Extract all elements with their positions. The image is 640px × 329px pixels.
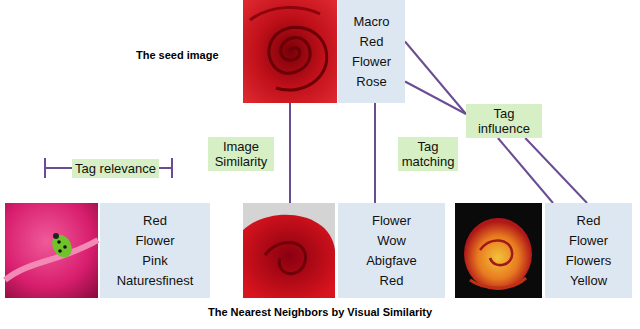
tag-word: Pink bbox=[142, 251, 167, 271]
relation-label: Tag influence bbox=[466, 104, 542, 138]
tag-word: Red bbox=[380, 271, 404, 291]
tag-list: FlowerWowAbigfaveRed bbox=[338, 203, 445, 298]
tag-word: Abigfave bbox=[366, 251, 417, 271]
connector-line bbox=[405, 82, 466, 115]
tag-word: Naturesfinest bbox=[117, 271, 194, 291]
tag-word: Flower bbox=[352, 52, 391, 72]
tag-word: Flower bbox=[372, 211, 411, 231]
tag-word: Flower bbox=[569, 231, 608, 251]
connector-line bbox=[525, 138, 587, 203]
tag-word: Red bbox=[360, 32, 384, 52]
connector-line bbox=[498, 138, 553, 203]
tag-word: Flowers bbox=[566, 251, 612, 271]
relevance-bracket bbox=[45, 158, 172, 178]
tag-word: Red bbox=[577, 211, 601, 231]
tag-list: MacroRedFlowerRose bbox=[338, 0, 405, 103]
image-label: The seed image bbox=[136, 49, 219, 61]
relation-name: Image Similarity bbox=[211, 139, 271, 169]
relation-name: Tag matching bbox=[401, 139, 455, 169]
tag-word: Macro bbox=[353, 12, 389, 32]
relation-name: Tag relevance bbox=[75, 161, 156, 176]
tag-list: RedFlowerFlowersYellow bbox=[545, 203, 632, 298]
relation-label: Tag matching bbox=[398, 137, 458, 171]
figure-caption: The Nearest Neighbors by Visual Similari… bbox=[208, 306, 432, 318]
connector-line bbox=[374, 103, 376, 203]
connector-line bbox=[405, 42, 466, 115]
seed-rose-photo bbox=[243, 0, 337, 103]
tag-word: Wow bbox=[377, 231, 406, 251]
tag-word: Flower bbox=[135, 231, 174, 251]
relation-name: Tag influence bbox=[469, 106, 539, 136]
relation-label: Tag relevance bbox=[72, 159, 159, 178]
tag-word: Red bbox=[143, 211, 167, 231]
relation-label: Image Similarity bbox=[208, 137, 274, 171]
pink-flower-photo bbox=[5, 203, 98, 298]
red-rose-photo bbox=[243, 203, 335, 298]
tag-word: Yellow bbox=[570, 271, 607, 291]
tag-word: Rose bbox=[356, 72, 386, 92]
yellow-rose-photo bbox=[455, 203, 542, 298]
tag-list: RedFlowerPinkNaturesfinest bbox=[100, 203, 210, 298]
similarity-line bbox=[289, 103, 291, 203]
